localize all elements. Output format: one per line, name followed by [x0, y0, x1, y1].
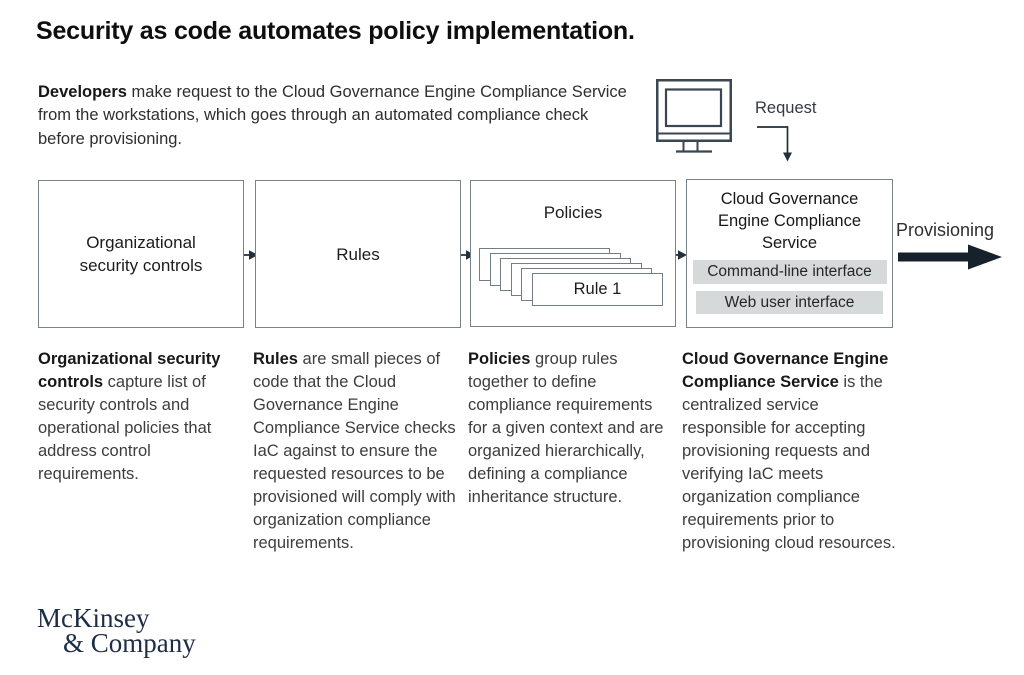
box2-label: Rules — [336, 244, 380, 264]
mckinsey-logo: McKinsey & Company — [37, 603, 196, 658]
box1-label: Organizational security controls — [79, 233, 203, 275]
flow-box-rules: Rules — [255, 180, 461, 328]
flow-box-cloud-governance-engine-compliance-service: Cloud Governance Engine Compliance Servi… — [686, 179, 893, 328]
description-rules: Rules are small pieces of code that the … — [253, 350, 456, 552]
intro-line-2: from the workstations, which goes throug… — [38, 106, 589, 125]
intro-line-3: before provisioning. — [38, 129, 183, 148]
request-label: Request — [755, 99, 817, 117]
intro-lead: Developers — [38, 83, 127, 101]
description-organizational-security-controls: Organizational security controls capture… — [38, 350, 221, 483]
flow-box-policies: Policies Rule 1 — [470, 180, 676, 327]
flow-box-organizational-security-controls: Organizational security controls — [38, 180, 244, 328]
command-line-interface-bar: Command-line interface — [692, 260, 887, 284]
logo-line-1: McKinsey — [37, 603, 150, 633]
web-user-interface-bar: Web user interface — [696, 291, 883, 314]
provisioning-label: Provisioning — [896, 220, 995, 240]
rule-card-label: Rule 1 — [573, 280, 622, 298]
monitor-icon — [656, 79, 732, 153]
box4-title: Cloud Governance Engine Compliance Servi… — [717, 190, 862, 252]
page-title: Security as code automates policy implem… — [36, 17, 635, 45]
box3-label: Policies — [543, 203, 603, 222]
intro-text: Developers make request to the Cloud Gov… — [38, 81, 627, 151]
logo-line-2: & Company — [63, 628, 196, 658]
rule-card-front: Rule 1 — [532, 273, 663, 306]
request-arrow — [757, 126, 792, 162]
intro-line-1: Developers make request to the Cloud Gov… — [38, 83, 627, 101]
provisioning-arrow — [898, 244, 1002, 270]
description-cloud-governance: Cloud Governance Engine Compliance Servi… — [682, 350, 896, 552]
description-policies: Policies group rules together to define … — [468, 350, 664, 506]
